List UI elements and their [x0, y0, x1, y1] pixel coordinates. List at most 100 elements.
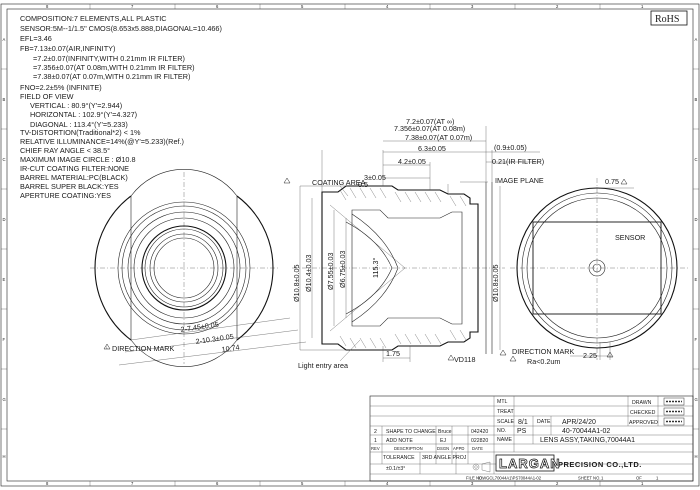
spec-line: HORIZONTAL : 102.9°(Y'=4.327) [30, 110, 137, 119]
spec-line: DIAGONAL : 113.4°(Y'=5.233) [30, 120, 128, 129]
spec-line: TV-DISTORTION(Traditional*2) < 1% [20, 128, 141, 137]
zone-label: F [695, 337, 698, 342]
zone-label: 3 [471, 481, 474, 486]
sheet-label: SHEET NO. [578, 476, 601, 481]
dim-label: 0.5 [358, 180, 368, 189]
inner-frame [6, 8, 694, 482]
rev-who: Bruce [438, 429, 452, 435]
dim-label: 0.75 [605, 177, 619, 186]
spec-line: MAXIMUM IMAGE CIRCLE : Ø10.8 [20, 155, 136, 164]
scale-label: SCALE [497, 419, 515, 425]
direction-mark-label: DIRECTION MARK [512, 347, 575, 356]
section-view [292, 126, 540, 362]
dim-label: 1.75 [386, 349, 400, 358]
treat-label: TREAT [497, 409, 514, 415]
rev-date: 042420 [471, 429, 488, 435]
zone-label: B [3, 97, 6, 102]
title-block-labels: MTL TREAT SCALE 8/1 DATE APR/24/20 NO. P… [371, 399, 659, 481]
sensor-label: SENSOR [615, 233, 645, 242]
file-no-label: FILE NO. [466, 476, 483, 481]
dim-label: Ø10.8±0.05 [292, 264, 301, 302]
zone-label: E [695, 277, 698, 282]
dim-label: 10.74 [221, 343, 240, 354]
spec-line: BARREL SUPER BLACK:YES [20, 182, 119, 191]
tolerance-label: TOLERANCE [383, 455, 415, 461]
outer-frame [0, 3, 700, 487]
coating-area-label: COATING AREA [312, 178, 366, 187]
zone-labels-top: 8 7 6 5 4 3 2 1 [46, 4, 644, 9]
zone-label: 2 [556, 481, 559, 486]
company-logo: LARGAN PRECISION CO.,LTD. [495, 454, 642, 472]
dim-label: 7.356±0.07(AT 0.08m) [394, 124, 465, 133]
rear-view [510, 178, 690, 360]
rev-description: SHAPE TO CHANGE [386, 429, 436, 435]
dim-label: Ø10.8±0.05 [491, 264, 500, 302]
spec-line: APERTURE COATING:YES [20, 191, 111, 200]
sensor-rect [532, 221, 662, 315]
spec-line: IR-CUT COATING FILTER:NONE [20, 164, 129, 173]
spec-line: RELATIVE ILLUMINANCE=14%(@Y'=5.233)(Ref.… [20, 137, 184, 146]
spec-line: CHIEF RAY ANGLE < 38.5° [20, 146, 110, 155]
direction-mark-icon [499, 349, 507, 356]
rev-header: DATE [472, 446, 483, 451]
zone-label: 5 [301, 481, 304, 486]
svg-text:PRECISION CO.,LTD.: PRECISION CO.,LTD. [558, 460, 642, 469]
dim-label: 7.38±0.07(AT 0.07m) [405, 133, 472, 142]
dim-label: 7.2±0.07(AT ∞) [406, 117, 454, 126]
dim-label: Ø7.55±0.03 [326, 252, 335, 290]
svg-text:1: 1 [106, 346, 108, 350]
spec-line: =7.38±0.07(AT 0.07m,WITH 0.21mm IR FILTE… [33, 72, 191, 81]
dim-label: 2.25 [583, 351, 597, 360]
zone-label: 2 [556, 4, 559, 9]
dim-label: 4.2±0.05 [398, 157, 426, 166]
rev-header: APPD [453, 446, 464, 451]
direction-mark-icon [606, 351, 614, 358]
section-view-dims: 7.2±0.07(AT ∞) 7.356±0.07(AT 0.08m) 7.38… [292, 117, 544, 370]
of-value: 1 [656, 476, 659, 481]
dim-label: 6.3±0.05 [418, 144, 446, 153]
name-label: NAME [497, 437, 513, 443]
spec-line: =7.2±0.07(INFINITY,WITH 0.21mm IR FILTER… [33, 54, 185, 63]
spec-line: COMPOSITION:7 ELEMENTS,ALL PLASTIC [20, 14, 167, 23]
spec-notes: COMPOSITION:7 ELEMENTS,ALL PLASTIC SENSO… [20, 14, 222, 200]
spec-line: =7.356±0.07(AT 0.08m,WITH 0.21mm IR FILT… [33, 63, 195, 72]
zone-label: D [695, 217, 698, 222]
rev-description: ADD NOTE [386, 438, 413, 444]
zone-label: H [3, 454, 6, 459]
zone-labels-right: A B C D E F G H [695, 37, 698, 459]
zone-label: 1 [641, 481, 644, 486]
spec-line: SENSOR:5M--1/1.5" CMOS(8.653x5.888,DIAGO… [20, 24, 222, 33]
zone-label: 5 [301, 4, 304, 9]
zone-label: 6 [216, 4, 219, 9]
zone-label: D [3, 217, 6, 222]
scale-value: 8/1 [518, 419, 528, 426]
dim-label: 0.21(IR FILTER) [492, 157, 544, 166]
zone-label: F [3, 337, 6, 342]
drawing-no-value: 40-70044A1-02 [562, 428, 610, 435]
rev-who: EJ [440, 438, 446, 444]
image-plane-label: IMAGE PLANE [495, 176, 544, 185]
spec-line: FIELD OF VIEW [20, 92, 74, 101]
dim-label: VD118 [454, 355, 475, 364]
zone-label: 1 [641, 4, 644, 9]
date-label: DATE [537, 419, 551, 425]
zone-label: 8 [46, 4, 49, 9]
zone-label: C [695, 157, 698, 162]
dim-label: Ø10.4±0.03 [304, 254, 313, 292]
roughness-label: Ra<0.2um [527, 357, 560, 366]
svg-text:LARGAN: LARGAN [499, 456, 561, 471]
zone-label: 7 [131, 4, 134, 9]
role-approved: APPROVED [629, 420, 658, 426]
zone-label: H [695, 454, 698, 459]
sheet-value: 1 [601, 476, 604, 481]
front-view: 1 [90, 169, 307, 367]
no-prefix: PS [517, 428, 527, 435]
projection-label: 3RD ANGLE PROJ [422, 455, 467, 461]
part-name-value: LENS ASSY,TAKING,70044A1 [540, 437, 635, 444]
dim-label: (0.9±0.05) [494, 143, 527, 152]
direction-mark-icon [509, 355, 517, 362]
zone-label: 8 [46, 481, 49, 486]
zone-label: B [695, 97, 698, 102]
zone-label: A [695, 37, 698, 42]
